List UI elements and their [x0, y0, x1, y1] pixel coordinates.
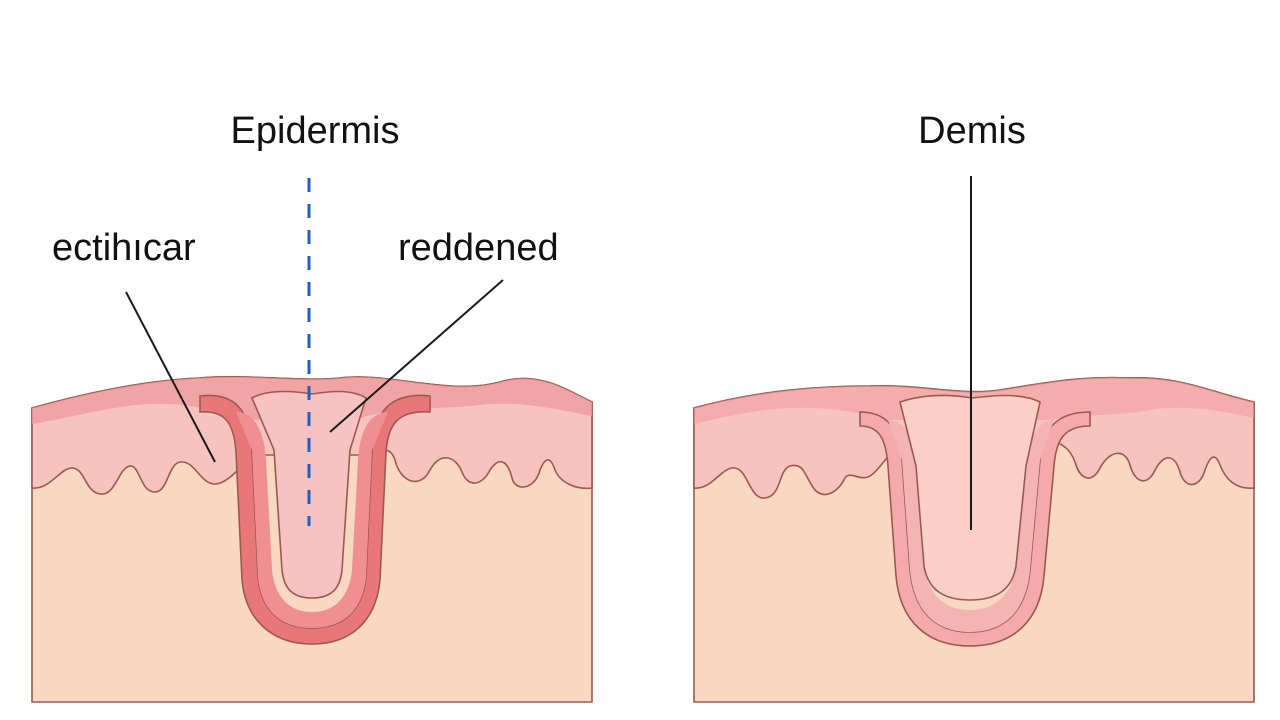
right-callout-label: reddened	[398, 227, 559, 269]
right-skin-panel	[693, 376, 1255, 703]
dermis-label: Demis	[918, 110, 1026, 152]
left-callout-label: ectihıcar	[52, 227, 196, 269]
right-callout-leader	[329, 279, 504, 433]
left-skin-panel	[31, 178, 593, 703]
left-callout-leader	[125, 291, 216, 463]
left-inner-rim	[236, 412, 388, 628]
epidermis-label: Epidermis	[231, 110, 400, 152]
